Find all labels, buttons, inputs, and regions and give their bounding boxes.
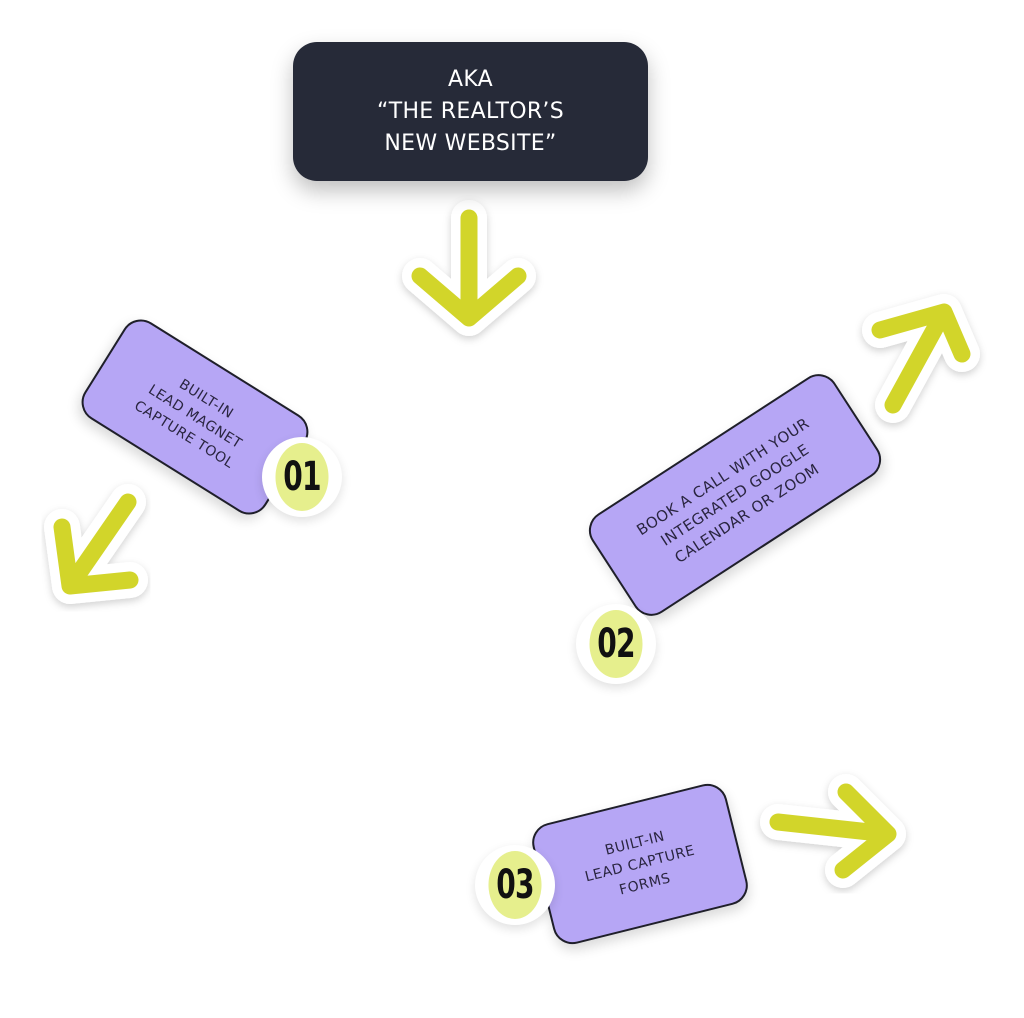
arrow-right-icon — [760, 774, 906, 888]
header-line-2: “THE REALTOR’S — [377, 98, 564, 124]
header-box: AKA “THE REALTOR’S NEW WEBSITE” — [293, 42, 648, 181]
arrow-down-left-icon — [44, 484, 148, 604]
step-02-badge: 02 — [576, 604, 656, 684]
step-03-badge: 03 — [475, 845, 555, 925]
step-01-badge: 01 — [262, 437, 342, 517]
header-line-1: AKA — [447, 66, 494, 92]
header-line-3: NEW WEBSITE” — [384, 130, 557, 156]
arrow-up-right-icon — [862, 294, 980, 423]
step-01-number: 01 — [275, 443, 329, 511]
step-02-number: 02 — [589, 610, 643, 678]
step-03-number: 03 — [488, 851, 542, 919]
arrow-down-icon — [402, 200, 536, 336]
